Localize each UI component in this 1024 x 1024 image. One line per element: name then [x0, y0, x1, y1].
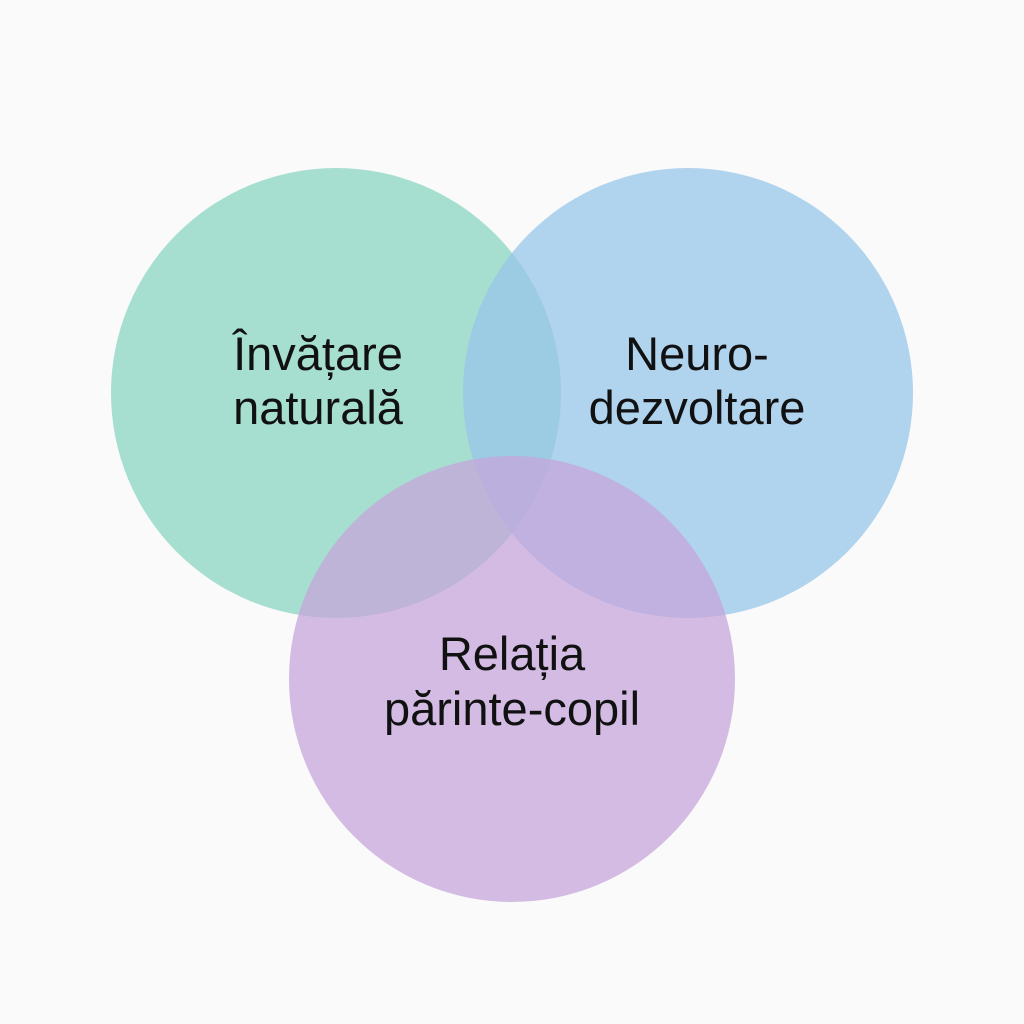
label-relatia-line2: părinte-copil	[384, 682, 640, 735]
circle-relatia-parinte-copil	[289, 456, 735, 902]
label-invatare-line1: Învățare	[231, 327, 403, 380]
label-neuro-line2: dezvoltare	[589, 381, 806, 434]
label-neuro-line1: Neuro-	[625, 327, 769, 380]
label-relatia-line1: Relația	[439, 627, 586, 680]
label-invatare-line2: naturală	[233, 381, 404, 434]
